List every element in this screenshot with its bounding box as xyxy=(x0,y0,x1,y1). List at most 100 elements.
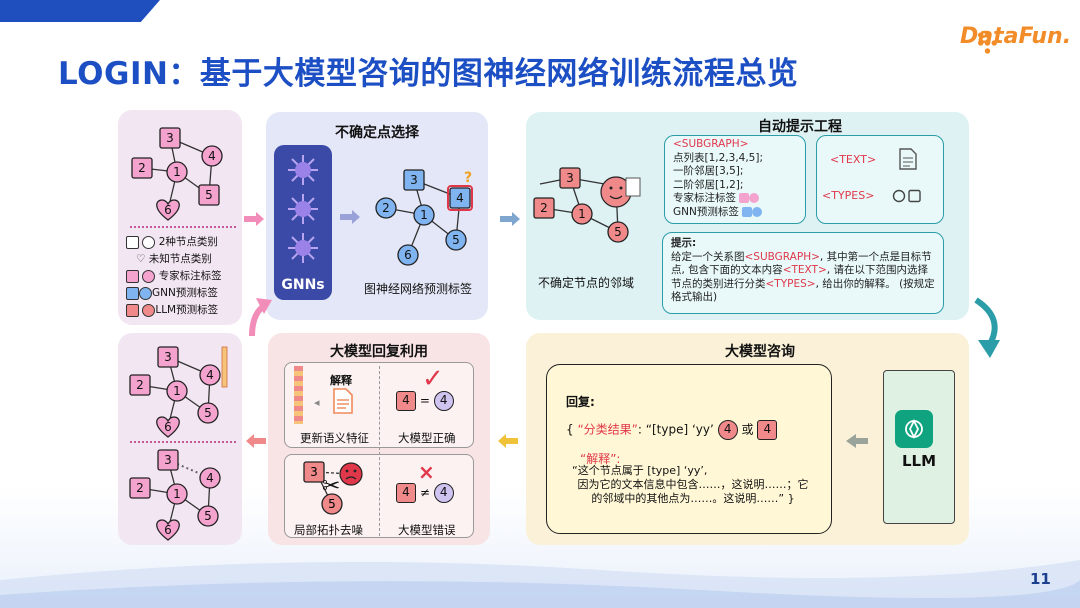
subgraph-line: 点列表[1,2,3,4,5]; xyxy=(673,151,763,164)
reuse-cell-label: 局部拓扑去噪 xyxy=(294,523,363,537)
subgraph-line: 专家标注标签 xyxy=(673,192,797,206)
node-label: 3 xyxy=(566,171,574,185)
small-arrow: ◂ xyxy=(314,396,320,409)
page-number: 11 xyxy=(1030,570,1051,588)
panel-header: 不确定点选择 xyxy=(335,125,419,141)
logo-text: DataFun. xyxy=(960,24,1072,49)
node-label: 6 xyxy=(164,523,172,537)
openai-logo-icon xyxy=(905,418,923,440)
arrow-right-icon xyxy=(500,212,520,226)
node-label: 4 xyxy=(206,368,214,382)
node-label: 2 xyxy=(136,481,144,495)
explain-line: 因为它的文本信息中包含……，这说明……；它 xyxy=(577,478,809,491)
node-label: 3 xyxy=(310,465,318,479)
explain-word: 解释 xyxy=(330,374,352,387)
node-label: 1 xyxy=(173,487,181,501)
arrow-left-icon xyxy=(498,434,518,448)
node-label: 6 xyxy=(404,248,412,262)
explain-key: “解释”: xyxy=(580,452,621,466)
prompt-label: 提示: xyxy=(671,237,697,249)
node-label: 1 xyxy=(173,165,181,179)
legend-item: 专家标注标签 xyxy=(126,268,222,285)
node-label: 5 xyxy=(452,233,460,247)
node-label: 4 xyxy=(456,191,464,205)
classification-result: { “分类结果”: “[type] ‘yy’ 4 或 4 xyxy=(566,420,778,440)
panel-header: 大模型回复利用 xyxy=(330,344,428,360)
output-graph-bottom: 3 4 2 1 5 6 xyxy=(129,449,221,541)
node-label: 5 xyxy=(204,509,212,523)
reply-box xyxy=(546,364,832,534)
legend-item: LLM预测标签 xyxy=(126,302,222,319)
virus-icon xyxy=(288,194,318,224)
input-graph: 3 4 2 1 5 6 xyxy=(131,127,223,221)
node-label: 1 xyxy=(420,208,428,222)
node-label: 5 xyxy=(205,188,213,202)
virus-icon xyxy=(288,233,318,263)
types-tag: <TYPES> xyxy=(822,189,875,202)
panel-header: 大模型咨询 xyxy=(725,344,795,360)
check-mark: ✓ xyxy=(422,364,444,394)
node-label: 1 xyxy=(578,207,586,221)
gnn-label: GNNs xyxy=(281,277,325,293)
dotted-divider xyxy=(130,441,236,443)
node-label: 3 xyxy=(164,453,172,467)
node-label: 3 xyxy=(164,350,172,364)
question-mark: ? xyxy=(464,170,472,186)
explain-line: 的邻域中的其他点为……。这说明……” } xyxy=(591,492,795,505)
dashed-divider xyxy=(379,366,380,536)
legend: 2种节点类别 ♡ 未知节点类别 专家标注标签 GNN预测标签 LLM预测标签 xyxy=(126,234,222,319)
node-label: 4 xyxy=(206,471,214,485)
arrow-left-icon xyxy=(846,434,868,448)
node-label: 1 xyxy=(173,384,181,398)
subgraph-line: 一阶邻居[3,5]; xyxy=(673,165,744,177)
curved-arrow-icon xyxy=(974,297,1000,358)
llm-label: LLM xyxy=(901,452,937,470)
prompt-body: 给定一个关系图<SUBGRAPH>, 其中第一个点是目标节点, 包含下面的文本内… xyxy=(671,250,935,304)
node-label: 4 xyxy=(208,149,216,163)
denoise-graph: 3 5 xyxy=(303,461,363,515)
legend-item: 2种节点类别 xyxy=(126,234,222,251)
heart-icon: ♡ xyxy=(136,253,146,265)
node-4-square: 4 xyxy=(757,420,778,440)
node-label: 2 xyxy=(136,378,144,392)
document-icon xyxy=(899,148,917,170)
reuse-cell-label: 大模型错误 xyxy=(398,523,456,537)
dotted-divider xyxy=(130,226,236,228)
cross-mark: × xyxy=(418,460,435,484)
curved-arrow-up-icon xyxy=(249,298,272,337)
arrow-left-icon xyxy=(246,434,266,448)
neighbor-caption: 不确定节点的邻域 xyxy=(538,276,635,290)
legend-item: ♡ 未知节点类别 xyxy=(136,253,212,265)
output-graph-panel xyxy=(118,333,242,545)
node-label: 5 xyxy=(614,225,622,239)
chatgpt-icon xyxy=(895,410,933,448)
prompt-box: 提示: 给定一个关系图<SUBGRAPH>, 其中第一个点是目标节点, 包含下面… xyxy=(662,232,944,314)
node-label: 2 xyxy=(382,201,390,215)
subgraph-line: GNN预测标签 xyxy=(673,206,797,220)
node-4-circle: 4 xyxy=(717,420,738,440)
output-graph-top: 3 4 2 1 5 6 xyxy=(129,346,228,438)
reuse-cell-label: 大模型正确 xyxy=(398,431,456,445)
reply-label: 回复: xyxy=(566,395,595,409)
subgraph-tag: <SUBGRAPH> xyxy=(673,138,749,150)
correct-compare: 4 = 4 xyxy=(396,391,454,411)
subgraph-box: <SUBGRAPH> 点列表[1,2,3,4,5]; 一阶邻居[3,5]; 二阶… xyxy=(664,135,806,224)
arrow-right-icon xyxy=(244,212,264,226)
feature-bar xyxy=(294,366,303,424)
corner-decoration xyxy=(0,0,160,22)
arrow-right-icon xyxy=(340,210,360,224)
subgraph-line: 二阶邻居[1,2]; xyxy=(673,178,744,191)
bottom-wave-decoration xyxy=(0,560,1080,608)
reuse-cell-label: 更新语义特征 xyxy=(300,431,369,445)
legend-item: GNN预测标签 xyxy=(126,285,222,302)
text-tag: <TEXT> xyxy=(830,153,877,166)
gnn-caption: 图神经网络预测标签 xyxy=(364,282,473,296)
node-label: 3 xyxy=(166,131,174,145)
node-label: 2 xyxy=(138,161,146,175)
shape-types-icon xyxy=(892,189,921,203)
node-label: 6 xyxy=(164,203,172,217)
explain-text: “这个节点属于 [type] ‘yy’, 因为它的文本信息中包含……，这说明……… xyxy=(562,464,824,506)
explain-line: “这个节点属于 [type] ‘yy’, xyxy=(572,464,708,477)
text-types-box xyxy=(816,135,944,224)
gnn-graph: 3 4 2 1 5 6 ? xyxy=(375,169,473,266)
